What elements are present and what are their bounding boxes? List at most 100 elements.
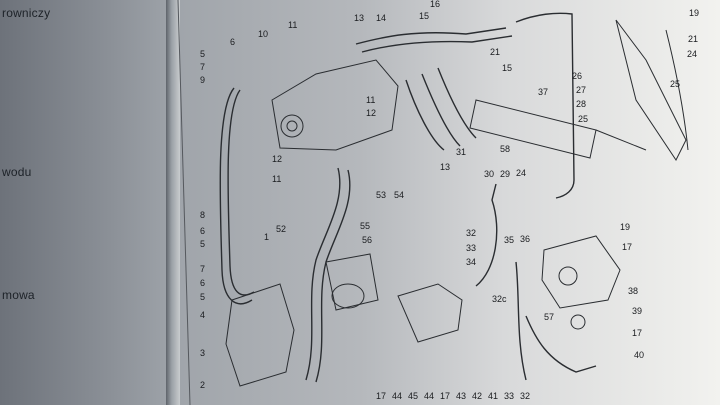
callout-b44: 44 [392,391,402,401]
callout-31: 31 [456,147,466,157]
pump-57 [541,235,621,309]
callout-38: 38 [628,286,638,296]
callout-b17b: 17 [440,391,450,401]
book-spine-gap [166,0,180,405]
callout-b33: 33 [504,391,514,401]
callout-26: 26 [572,71,582,81]
hose-31c [437,67,477,139]
callout-57: 57 [544,312,554,322]
callout-b17: 17 [376,391,386,401]
callout-5: 5 [200,49,205,59]
callout-b45: 45 [408,391,418,401]
callout-32c: 32c [492,294,507,304]
left-page-text-2: wodu [2,165,32,179]
hydraulic-exploded-diagram: 6 10 11 13 14 15 16 19 21 24 21 15 5 7 9… [177,0,699,405]
left-page: rowniczy wodu mowa [0,0,168,405]
callout-6c: 6 [200,278,205,288]
pipe-37 [515,12,575,199]
pump-flange [280,114,304,138]
callout-6: 6 [230,37,235,47]
callout-9: 9 [200,75,205,85]
hose-40 [525,315,597,373]
callout-24b: 24 [516,168,526,178]
callout-30: 30 [484,169,494,179]
callout-b41: 41 [488,391,498,401]
callout-17b: 17 [632,328,642,338]
callout-16: 16 [430,0,440,9]
hose-34 [475,183,498,287]
callout-5c: 5 [200,292,205,302]
bracket-26 [615,19,687,161]
hose-center [305,167,341,381]
callout-28: 28 [576,99,586,109]
callout-35: 35 [504,235,514,245]
callout-8: 8 [200,210,205,220]
pipe-13 [355,27,507,45]
hose-8-inner [227,89,255,296]
cylinder-rod [595,129,647,151]
callout-5b: 5 [200,239,205,249]
left-page-text-1: rowniczy [2,6,51,20]
callout-12: 12 [366,108,376,118]
callout-40: 40 [634,350,644,360]
callout-29: 29 [500,169,510,179]
hose-8 [219,87,253,305]
pump-housing [271,59,399,151]
callout-14: 14 [376,13,386,23]
callout-3: 3 [200,348,205,358]
callout-2: 2 [200,380,205,390]
callout-25b: 25 [578,114,588,124]
callout-19b: 19 [620,222,630,232]
fitting-39 [570,314,586,330]
pipe-14 [361,35,513,53]
callout-39: 39 [632,306,642,316]
callout-25: 25 [670,79,680,89]
callout-17: 17 [622,242,632,252]
callout-b44b: 44 [424,391,434,401]
callout-b32: 32 [520,391,530,401]
pipe-25 [665,29,689,151]
hose-center-inner [315,169,351,383]
callout-55: 55 [360,221,370,231]
cylinder-58 [469,99,597,159]
left-page-text-3: mowa [2,288,35,302]
callout-32: 32 [466,228,476,238]
callout-21b: 21 [688,34,698,44]
callout-53: 53 [376,190,386,200]
callout-b43: 43 [456,391,466,401]
pump-57-port [558,266,578,286]
page-edge-line [177,0,191,405]
callout-15b: 15 [502,63,512,73]
pump-shaft [286,120,298,132]
callout-11c: 11 [272,174,281,184]
filter-bowl [331,283,365,309]
callout-56: 56 [362,235,372,245]
callout-7b: 7 [200,264,205,274]
callout-b42: 42 [472,391,482,401]
callout-58: 58 [500,144,510,154]
callout-33: 33 [466,243,476,253]
callout-15: 15 [419,11,429,21]
callout-13: 13 [354,13,364,23]
callout-27: 27 [576,85,586,95]
valve-block [225,283,295,387]
callout-1: 1 [264,232,269,242]
callout-4: 4 [200,310,205,320]
flange-44 [397,283,463,343]
callout-37: 37 [538,87,548,97]
callout-21: 21 [490,47,500,57]
callout-34: 34 [466,257,476,267]
hose-32 [515,261,527,381]
callout-12b: 12 [272,154,282,164]
callout-52: 52 [276,224,286,234]
callout-19: 19 [689,8,699,18]
callout-11: 11 [288,20,297,30]
callout-13b: 13 [440,162,450,172]
callout-6b: 6 [200,226,205,236]
hose-31a [405,79,445,151]
hose-31b [421,73,461,147]
callout-24: 24 [687,49,697,59]
callout-36: 36 [520,234,530,244]
callout-54: 54 [394,190,404,200]
